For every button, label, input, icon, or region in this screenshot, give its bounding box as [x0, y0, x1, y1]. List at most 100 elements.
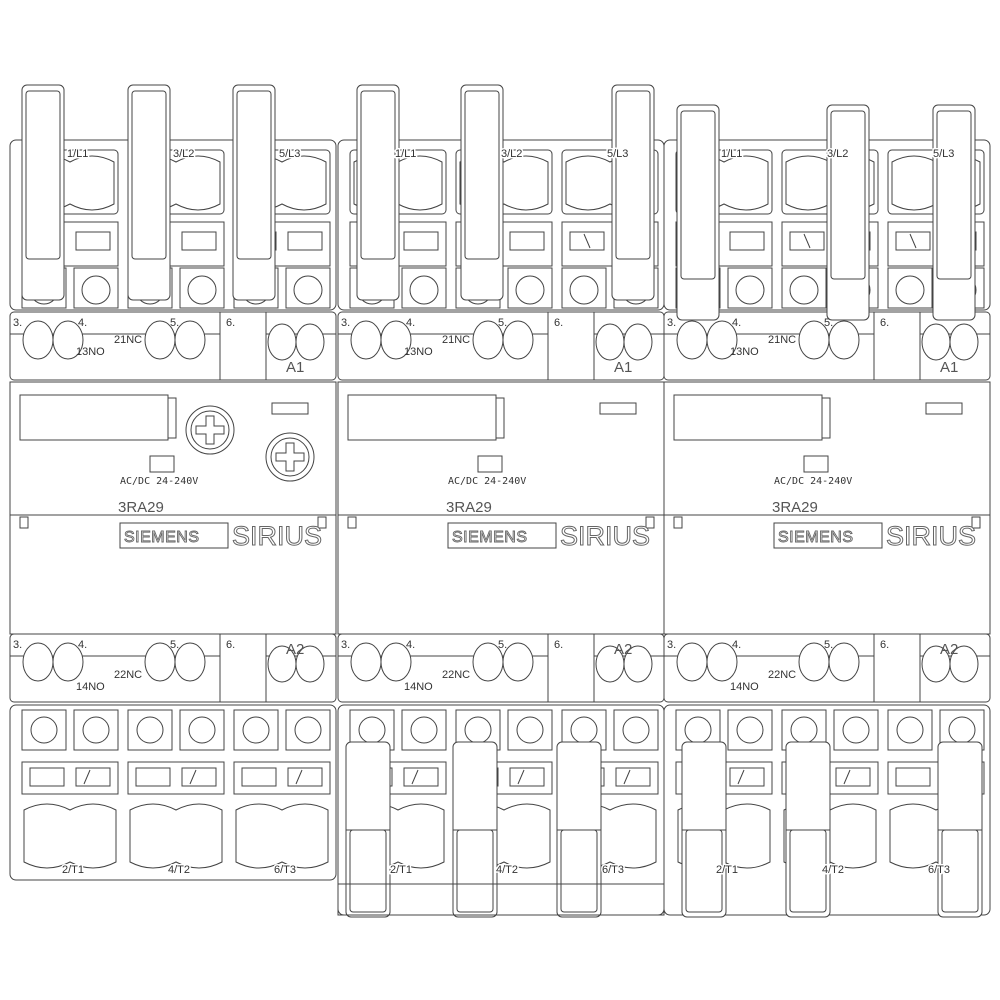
terminal-screw: [409, 275, 439, 305]
dial-cross: [195, 415, 225, 445]
switch-mark: [83, 769, 91, 785]
aux-terminal: [502, 642, 534, 682]
bottom-terminal-label: 6/T3: [928, 864, 950, 876]
top-terminal-label: 3/L2: [501, 148, 522, 160]
release-lever-face: [789, 829, 827, 913]
siemens-logo-box: [447, 522, 557, 549]
no-contact-label: 13NO: [76, 346, 105, 358]
release-lever-face: [236, 90, 272, 260]
terminal-switch: [403, 231, 439, 251]
terminal-switch: [75, 231, 111, 251]
aux-pin-label: 4.: [406, 317, 415, 329]
no-contact-label: 13NO: [730, 346, 759, 358]
top-terminal-label: 5/L3: [933, 148, 954, 160]
coil-terminal: [295, 323, 325, 361]
release-lever-face: [936, 110, 972, 280]
coil-terminal: [295, 645, 325, 683]
coil-terminal: [595, 323, 625, 361]
terminal-switch: [287, 767, 323, 787]
release-lever-face: [131, 90, 167, 260]
aux-pin-label: 6.: [554, 639, 563, 651]
dial-cross: [275, 442, 305, 472]
model-number: 3RA29: [118, 499, 164, 516]
terminal-screw: [895, 275, 925, 305]
aux-pin-label: 4.: [732, 639, 741, 651]
aux-terminal: [676, 642, 708, 682]
aux-pin-label: 3.: [13, 639, 22, 651]
aux-pin-label: 4.: [78, 639, 87, 651]
release-lever-face: [360, 90, 396, 260]
aux-pin-label: 6.: [880, 317, 889, 329]
terminal-screw: [736, 716, 764, 744]
aux-terminal: [828, 320, 860, 360]
aux-pin-label: 4.: [78, 317, 87, 329]
aux-terminal: [380, 642, 412, 682]
aux-divider: [219, 311, 267, 381]
top-terminal-label: 1/L1: [67, 148, 88, 160]
aux-pin-label: 5.: [498, 317, 507, 329]
clip: [19, 516, 29, 529]
terminal-switch: [241, 767, 277, 787]
terminal-switch: [135, 767, 171, 787]
base-rail: [337, 883, 665, 916]
contactor-module-2: [337, 84, 665, 918]
nc-contact-label: 21NC: [442, 334, 470, 346]
terminal-screw: [735, 275, 765, 305]
aux-divider: [547, 633, 595, 703]
aux-pin-label: 4.: [732, 317, 741, 329]
terminal-cup: [23, 803, 117, 869]
aux-divider: [873, 311, 921, 381]
aux-divider: [873, 633, 921, 703]
label-window: [673, 394, 823, 441]
aux-pin-label: 3.: [13, 317, 22, 329]
label-window-edge: [167, 397, 177, 439]
terminal-screw: [358, 716, 386, 744]
aux-pin-label: 6.: [226, 317, 235, 329]
switch-mark: [295, 769, 303, 785]
aux-pin-label: 5.: [824, 317, 833, 329]
switch-mark: [517, 769, 525, 785]
top-terminal-label: 5/L3: [607, 148, 628, 160]
terminal-screw: [30, 716, 58, 744]
no-contact-label: 14NO: [404, 681, 433, 693]
nc-contact-label: 22NC: [114, 669, 142, 681]
release-lever-face: [615, 90, 651, 260]
coil-terminal: [949, 645, 979, 683]
voltage-rating: AC/DC 24-240V: [448, 476, 526, 487]
label-window: [347, 394, 497, 441]
coil-terminal: [921, 323, 951, 361]
label-window: [19, 394, 169, 441]
bottom-terminal-label: 4/T2: [822, 864, 844, 876]
contactor-module-3: [663, 104, 991, 918]
sirius-logo: SIRIUS: [886, 521, 976, 551]
siemens-logo: SIEMENS: [778, 529, 854, 546]
switch-mark: [909, 233, 917, 249]
aux-divider: [219, 633, 267, 703]
no-contact-label: 13NO: [404, 346, 433, 358]
terminal-screw: [136, 716, 164, 744]
coil-terminal: [949, 323, 979, 361]
terminal-switch: [729, 767, 765, 787]
aux-terminal: [174, 320, 206, 360]
bottom-terminal-label: 2/T1: [716, 864, 738, 876]
aux-pin-label: 3.: [341, 317, 350, 329]
aux-pin-label: 4.: [406, 639, 415, 651]
no-contact-label: 14NO: [730, 681, 759, 693]
adjustment-dial-icon: [270, 437, 310, 477]
model-number: 3RA29: [446, 499, 492, 516]
aux-pin-label: 3.: [667, 639, 676, 651]
label-window-edge: [495, 397, 505, 439]
coil-terminal-label: A2: [940, 641, 958, 658]
release-lever-face: [560, 829, 598, 913]
bottom-terminal-label: 2/T1: [62, 864, 84, 876]
aux-terminal: [350, 642, 382, 682]
clip: [971, 516, 981, 529]
aux-pin-label: 6.: [554, 317, 563, 329]
switch-mark: [411, 769, 419, 785]
bottom-terminal-label: 4/T2: [496, 864, 518, 876]
nc-contact-label: 22NC: [768, 669, 796, 681]
nc-contact-label: 21NC: [114, 334, 142, 346]
aux-pin-label: 3.: [667, 317, 676, 329]
